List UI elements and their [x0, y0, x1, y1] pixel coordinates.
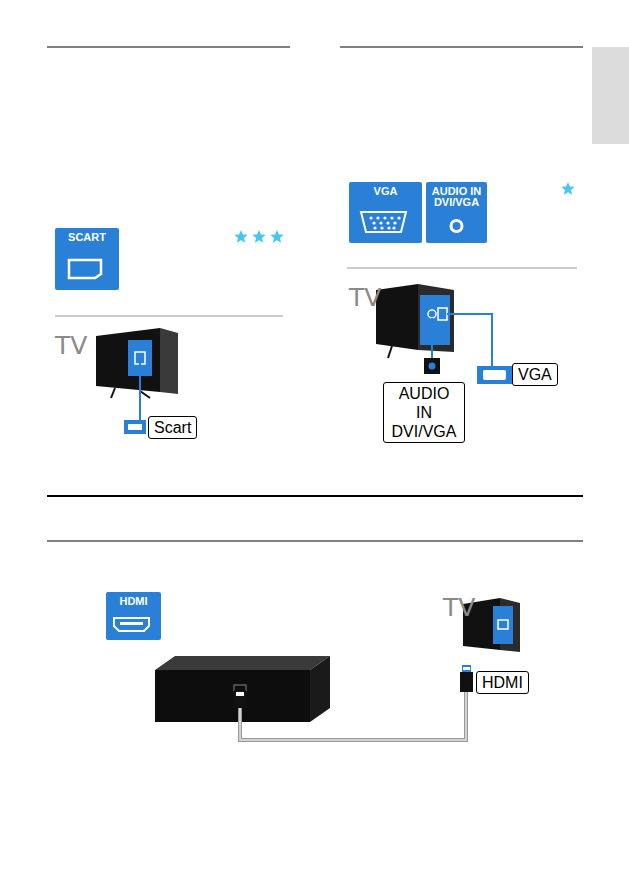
tv-illustration: [376, 284, 454, 358]
connector-name: Scart: [154, 418, 191, 437]
device-label: TV: [349, 285, 381, 311]
vga-cable: [483, 370, 506, 380]
connector-name: VGA: [518, 365, 552, 384]
rule-line: [347, 268, 577, 269]
rating-star: [270, 230, 283, 243]
audio-port-icon: AUDIO IN DVI/VGA: [426, 182, 487, 243]
set-top-box: [155, 670, 310, 722]
port-name: SCART: [55, 228, 119, 243]
tv-illustration: [96, 328, 178, 398]
tv-illustration: [111, 388, 115, 398]
hdmi-cable: [236, 692, 244, 696]
hdmi-cable: [234, 665, 473, 740]
tv-illustration: [420, 295, 450, 345]
tv-illustration: [96, 328, 160, 392]
audio-cable: [429, 363, 436, 370]
connector-label: HDMI: [476, 671, 529, 694]
connector-name: HDMI: [482, 673, 523, 692]
port-name: VGA: [349, 182, 422, 197]
vga-cable: [447, 314, 512, 384]
connector-label: VGA: [512, 363, 558, 386]
rating-star: [561, 182, 574, 195]
rating-star: [234, 230, 247, 243]
hdmi-cable: [240, 690, 466, 740]
set-top-box: [155, 656, 330, 670]
scart-port-icon: SCART: [55, 228, 119, 290]
vga-cable: [447, 314, 492, 366]
connector-label: AUDIO IN DVI/VGA: [383, 382, 465, 443]
hdmi-cable: [460, 672, 473, 692]
audio-cable: [424, 358, 440, 374]
scart-cable: [124, 362, 146, 434]
hdmi-cable: [463, 667, 470, 670]
scart-cable: [139, 362, 141, 420]
tv-illustration: [140, 391, 150, 398]
device-label: TV: [55, 333, 87, 359]
scart-cable: [124, 420, 146, 434]
device-label: TV: [443, 595, 475, 621]
tv-illustration: [388, 346, 392, 358]
port-name: HDMI: [106, 592, 161, 607]
scart-cable: [128, 424, 142, 430]
hdmi-cable: [234, 690, 246, 708]
rating-star: [252, 230, 265, 243]
rule-line: [47, 47, 583, 541]
audio-cable: [424, 318, 440, 374]
audio-cable: [431, 318, 433, 358]
rule-line: [55, 316, 283, 317]
rule-line: [47, 495, 583, 497]
tv-illustration: [428, 310, 436, 318]
set-top-box: [155, 656, 330, 722]
tv-illustration: [418, 284, 454, 352]
hdmi-port-icon: HDMI: [106, 592, 161, 640]
rule-line: [47, 541, 583, 542]
vga-cable: [477, 366, 512, 384]
tv-illustration: [493, 606, 513, 644]
vga-port-icon: VGA: [349, 182, 422, 243]
tv-illustration: [376, 284, 418, 350]
hdmi-cable: [462, 665, 471, 672]
connector-name: AUDIO IN DVI/VGA: [389, 384, 459, 441]
section-tab: [592, 47, 629, 144]
connector-label: Scart: [148, 416, 197, 439]
tv-illustration: [498, 620, 508, 629]
rating-stars: [234, 182, 574, 243]
tv-illustration: [160, 328, 178, 394]
set-top-box: [310, 656, 330, 722]
rule-line: [47, 46, 290, 47]
rule-line: [340, 46, 583, 47]
port-name: AUDIO IN DVI/VGA: [431, 182, 483, 208]
tv-illustration: [438, 308, 447, 320]
hdmi-cable: [240, 690, 466, 740]
